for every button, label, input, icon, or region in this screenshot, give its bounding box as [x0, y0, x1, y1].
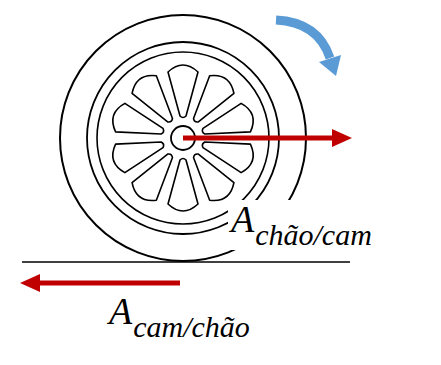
force-arrow-left — [20, 274, 180, 292]
force-label-wheel: Achão/cam — [228, 200, 375, 250]
rotation-arrow — [276, 20, 341, 76]
force-arrow-right — [183, 129, 352, 147]
vector-subscript: chão/cam — [255, 220, 372, 250]
ground-line — [22, 261, 350, 263]
force-label-ground: Acam/chão — [106, 292, 253, 342]
vector-symbol: A — [109, 292, 132, 330]
vector-symbol: A — [231, 200, 254, 238]
vector-subscript: cam/chão — [133, 312, 250, 342]
